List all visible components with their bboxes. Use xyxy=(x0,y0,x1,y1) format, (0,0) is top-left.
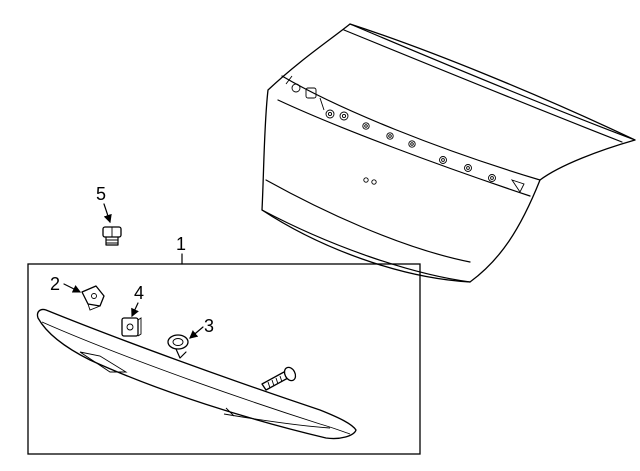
callout-5: 5 xyxy=(96,184,106,204)
callout-1: 1 xyxy=(176,234,186,254)
grommet-icon xyxy=(167,334,189,359)
spoiler-kit-frame xyxy=(27,263,421,455)
leader-3 xyxy=(189,326,204,339)
nut-clip-icon xyxy=(81,285,105,311)
callout-2: 2 xyxy=(50,274,60,294)
square-nut-icon xyxy=(121,317,142,337)
callout-3: 3 xyxy=(204,316,214,336)
screw-icon xyxy=(261,366,297,391)
trunk-lid-icon xyxy=(261,23,636,283)
leader-4 xyxy=(131,302,139,318)
callout-4: 4 xyxy=(134,283,144,303)
leader-5 xyxy=(103,203,112,224)
leader-2 xyxy=(63,283,82,293)
bolt-icon xyxy=(102,226,122,246)
rear-spoiler-icon xyxy=(36,308,357,440)
